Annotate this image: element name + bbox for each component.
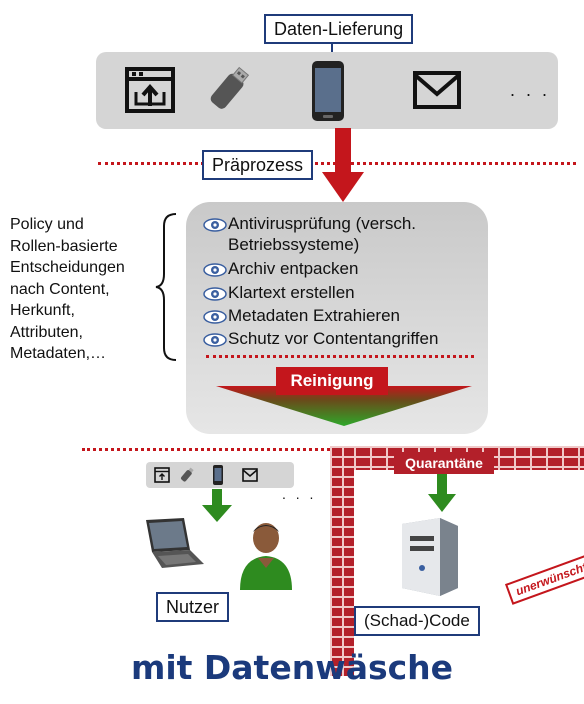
unwanted-stamp: unerwünscht	[504, 553, 584, 605]
step-antivirus-cont: Betriebssysteme)	[228, 235, 359, 255]
delivery-label: Daten-Lieferung	[264, 14, 414, 44]
step-antivirus-cont-text: Betriebssysteme)	[228, 235, 360, 254]
user-label-text: Nutzer	[166, 597, 220, 617]
upload-window-icon	[154, 467, 170, 483]
cleaning-funnel	[216, 386, 472, 426]
smartphone-icon	[213, 465, 223, 485]
step-archive: Archiv entpacken	[202, 259, 358, 279]
step-antivirus-text: Antivirusprüfung (versch.	[228, 214, 417, 233]
eye-bullet-icon	[203, 262, 227, 277]
upload-window-icon	[125, 67, 175, 113]
smartphone-icon	[312, 61, 344, 121]
laptop-icon	[146, 518, 204, 568]
cleaning-label: Reinigung	[276, 367, 388, 395]
devices-bar: . . .	[96, 52, 558, 129]
envelope-icon	[413, 71, 461, 109]
step-plaintext-text: Klartext erstellen	[228, 283, 355, 302]
red-down-arrow-icon	[322, 128, 364, 202]
connector-line	[331, 42, 333, 52]
step-antivirus: Antivirusprüfung (versch.	[202, 214, 416, 234]
quarantine-label: Quarantäne	[394, 452, 494, 474]
step-archive-text: Archiv entpacken	[228, 259, 359, 278]
eye-bullet-icon	[203, 332, 227, 347]
delivery-label-text: Daten-Lieferung	[274, 19, 404, 39]
malicious-code-label: (Schad-)Code	[354, 606, 480, 636]
user-person-icon	[240, 523, 292, 590]
preprocess-label: Präprozess	[202, 150, 314, 180]
envelope-icon	[242, 468, 258, 482]
more-devices-ellipsis: . . .	[510, 80, 551, 100]
step-content-protection: Schutz vor Contentangriffen	[202, 329, 438, 349]
page-title: mit Datenwäsche	[130, 648, 454, 687]
eye-bullet-icon	[203, 309, 227, 324]
output-separator	[82, 448, 330, 451]
green-down-arrow-icon	[428, 474, 456, 512]
malicious-code-label-text: (Schad-)Code	[364, 611, 470, 630]
step-content-protection-text: Schutz vor Contentangriffen	[228, 329, 439, 348]
eye-bullet-icon	[203, 286, 227, 301]
more-devices-ellipsis-small: . . .	[282, 486, 317, 502]
step-plaintext: Klartext erstellen	[202, 283, 355, 303]
server-icon	[402, 518, 458, 596]
curly-bracket	[155, 213, 177, 361]
green-down-arrow-icon	[202, 489, 232, 522]
eye-bullet-icon	[203, 217, 227, 232]
step-metadata: Metadaten Extrahieren	[202, 306, 400, 326]
user-label: Nutzer	[156, 592, 230, 622]
step-metadata-text: Metadaten Extrahieren	[228, 306, 400, 325]
mini-devices-bar	[146, 462, 294, 488]
brick-wall-vertical	[330, 446, 354, 676]
usb-stick-icon	[181, 467, 194, 482]
policy-description: Policy und Rollen-basierte Entscheidunge…	[10, 216, 125, 362]
cleaning-separator	[206, 355, 474, 358]
usb-stick-icon	[210, 66, 250, 109]
preprocess-label-text: Präprozess	[212, 155, 304, 175]
